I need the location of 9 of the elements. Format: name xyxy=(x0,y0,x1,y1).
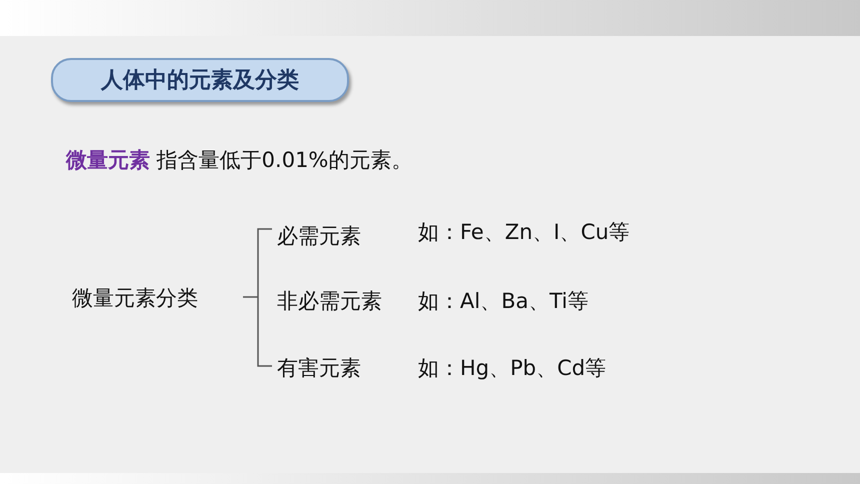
title-banner: 人体中的元素及分类 xyxy=(51,58,349,102)
example-text: 如：Hg、Pb、Cd等 xyxy=(418,355,606,382)
category-item: 非必需元素 xyxy=(277,288,382,315)
category-label: 微量元素分类 xyxy=(72,285,198,312)
example-text: 如：Fe、Zn、I、Cu等 xyxy=(418,219,630,246)
example-text: 如：Al、Ba、Ti等 xyxy=(418,288,588,315)
category-item: 必需元素 xyxy=(277,223,361,250)
definition-text: 微量元素 指含量低于0.01%的元素。 xyxy=(66,147,412,174)
category-item: 有害元素 xyxy=(277,355,361,382)
